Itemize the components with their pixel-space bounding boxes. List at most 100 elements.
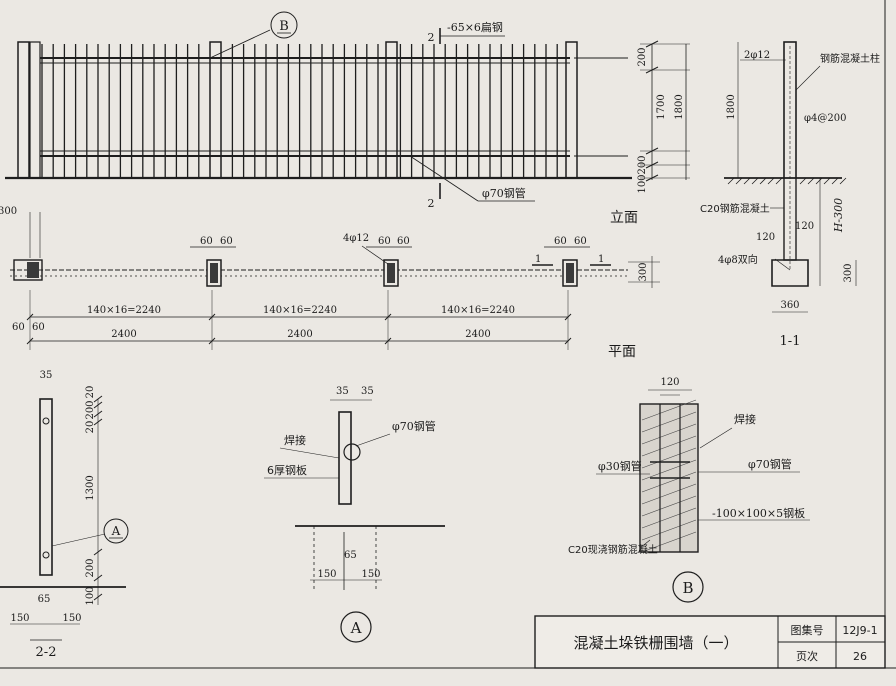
leader — [639, 539, 651, 549]
top-rebar-label: 2φ12 — [744, 50, 770, 61]
dim-200-top: 200 — [637, 47, 648, 66]
stirrup-label: φ4@200 — [804, 113, 846, 124]
pier3-dim-b: 60 — [574, 236, 587, 247]
weld-label: 焊接 — [284, 433, 306, 447]
hatch-stroke — [641, 459, 697, 481]
dim-tick — [93, 401, 103, 409]
pier1-dim-b: 60 — [220, 236, 233, 247]
post-section — [39, 398, 53, 576]
leader — [279, 447, 340, 459]
hatch-stroke — [641, 531, 697, 553]
dim-35: 35 — [40, 370, 53, 381]
section-1-1: 2φ12 钢筋混凝土柱 φ4@200 1800 C20钢筋混凝土 H-300 1… — [700, 41, 880, 349]
dim-35b: 35 — [361, 386, 374, 397]
dim-120b: 120 — [795, 221, 814, 232]
section-2-2: 35 20 200 20 1300 200 100 A 150 65 150 2… — [0, 370, 129, 660]
hatch-stroke — [831, 177, 839, 185]
hatch-stroke — [735, 177, 743, 185]
fence-pickets — [41, 44, 558, 178]
total-1: 2400 — [111, 329, 136, 340]
hatch-stroke — [641, 399, 697, 421]
hatch-stroke — [807, 177, 815, 185]
bottom-150a: 150 — [10, 613, 29, 624]
section-mark-bottom: 2 — [428, 197, 435, 210]
page-number: 26 — [853, 650, 867, 663]
bottom-rebar-label: 4φ8双向 — [718, 253, 758, 266]
plan-view: 300 60 60 60 60 60 60 4φ12 1 1 300 140×1… — [0, 206, 660, 360]
weld-label-b: 焊接 — [734, 412, 756, 426]
pier1-dim-a: 60 — [200, 236, 213, 247]
plate-label: 6厚钢板 — [267, 463, 307, 477]
pier — [565, 41, 578, 179]
detail-b: 120 焊接 φ30钢管 φ70钢管 -100×100×5钢板 C20现浇钢筋混… — [568, 377, 810, 603]
hatch-stroke — [767, 177, 775, 185]
callout-a-leader — [51, 533, 106, 547]
section-1-left: 1 — [535, 254, 541, 265]
leader — [774, 258, 791, 271]
concrete-label: C20钢筋混凝土 — [700, 202, 770, 215]
dim-1300: 1300 — [85, 475, 96, 500]
hatch-stroke — [641, 507, 697, 529]
rebar-4phi12: 4φ12 — [343, 233, 369, 244]
hatch-stroke — [823, 177, 831, 185]
dim-tick — [93, 418, 103, 426]
pier2-dim-a: 60 — [378, 236, 391, 247]
pipe-label: φ70钢管 — [392, 419, 436, 433]
callout-b-leader — [209, 29, 271, 59]
rebar-leader — [361, 245, 389, 265]
hatch-stroke — [743, 177, 751, 185]
leader — [355, 433, 391, 447]
section-2-2-title: 2-2 — [36, 645, 57, 660]
dim-tick — [93, 593, 103, 601]
width-360: 360 — [780, 300, 799, 311]
section-1-1-title: 1-1 — [780, 334, 801, 349]
leader — [795, 65, 821, 91]
atlas-number: 12J9-1 — [842, 624, 877, 637]
hatch-stroke — [641, 495, 697, 517]
pier — [17, 41, 30, 179]
span-2: 140×16=2240 — [263, 305, 337, 316]
pier2-dim-b: 60 — [397, 236, 410, 247]
bottom-65: 65 — [38, 594, 51, 605]
plan-title: 平面 — [608, 344, 636, 360]
left-dim-60a: 60 — [12, 322, 25, 333]
plan-piers — [206, 259, 578, 287]
dim-120: 120 — [660, 377, 679, 388]
dim-200-bottom: 200 — [637, 155, 648, 174]
total-2: 2400 — [287, 329, 312, 340]
dim-1800: 1800 — [674, 94, 685, 119]
span-1: 140×16=2240 — [87, 305, 161, 316]
span-3: 140×16=2240 — [441, 305, 515, 316]
dim-tick — [93, 410, 103, 418]
hatch-stroke — [815, 177, 823, 185]
callout-a-label: A — [111, 524, 121, 538]
plan-dim-ticks — [26, 290, 572, 350]
pipe30-label: φ30钢管 — [598, 459, 642, 473]
callout-a-circle — [103, 518, 129, 544]
title-block: 混凝土垛铁栅围墙（一） 图集号 12J9-1 页次 26 — [534, 615, 886, 669]
bottom-150b: 150 — [62, 613, 81, 624]
hatch-stroke — [641, 435, 697, 457]
pier — [209, 41, 222, 179]
pier — [385, 41, 398, 179]
concrete-label-b: C20现浇钢筋混凝土 — [568, 543, 658, 556]
plan-pier-core — [566, 263, 574, 283]
hatch-stroke — [641, 519, 697, 541]
dim-200b: 200 — [85, 558, 96, 577]
height-1800: 1800 — [726, 94, 737, 119]
detail-b-title-circle — [672, 571, 704, 603]
dim-tick — [93, 548, 103, 556]
hatch-stroke — [641, 483, 697, 505]
hatch-stroke — [641, 447, 697, 469]
dim-120a: 120 — [756, 232, 775, 243]
callout-b-label: B — [279, 19, 289, 34]
h-300-label: H-300 — [832, 198, 845, 233]
pipe-circle — [343, 443, 361, 461]
dim-100: 100 — [637, 174, 648, 193]
concrete-hatch — [641, 399, 697, 553]
plan-pier-core — [210, 263, 218, 283]
hatch-stroke — [641, 411, 697, 433]
left-dim-60b: 60 — [32, 322, 45, 333]
dim-100b: 100 — [85, 586, 96, 605]
